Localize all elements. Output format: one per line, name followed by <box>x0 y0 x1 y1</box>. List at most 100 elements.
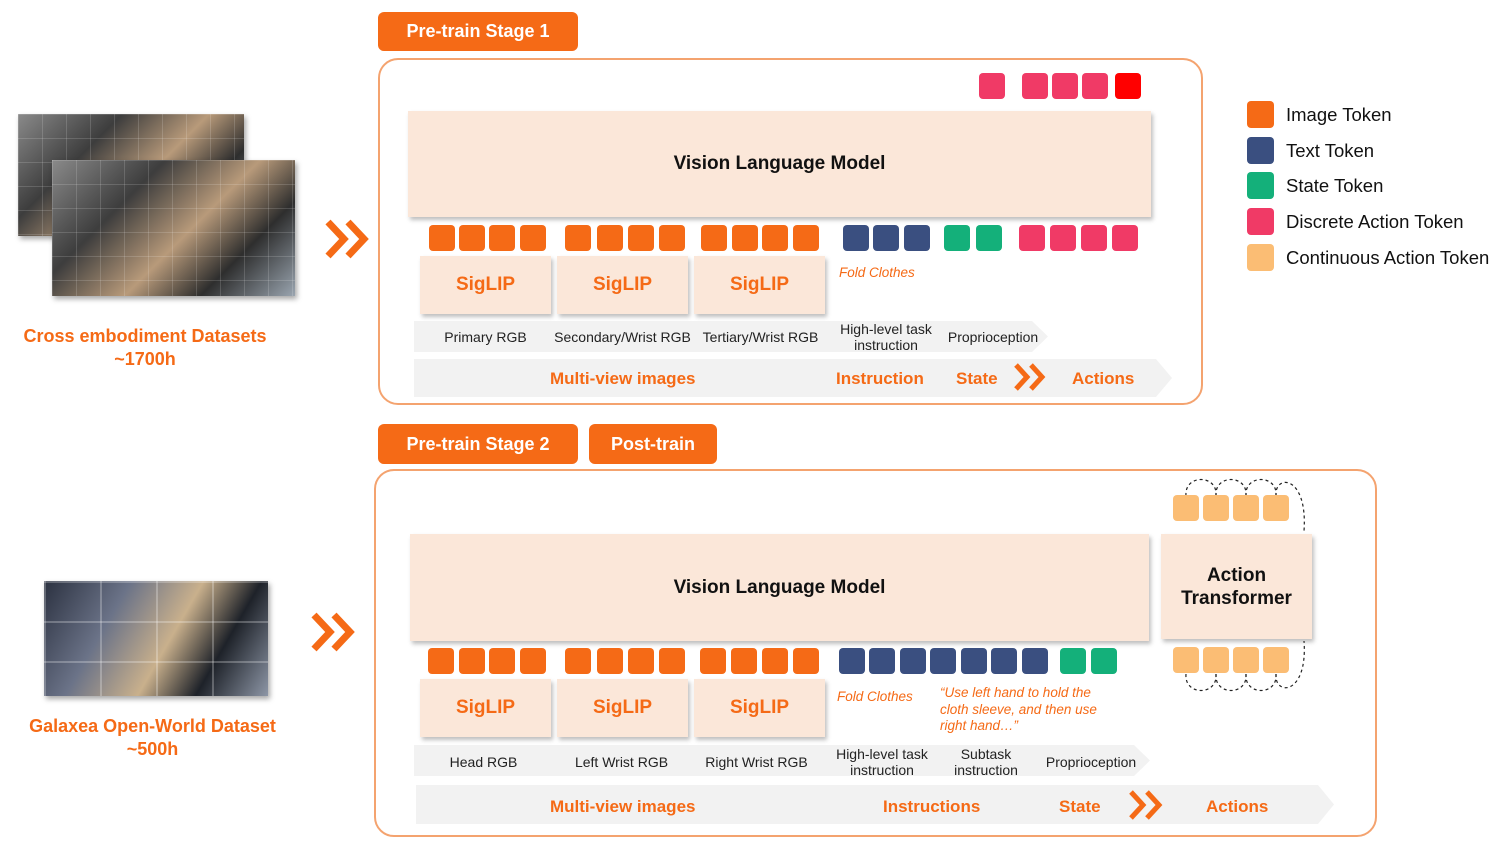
input-head-rgb: Head RGB <box>449 754 518 770</box>
continuous-action-token <box>1173 495 1199 521</box>
legend-item: Text Token <box>1247 137 1374 164</box>
continuous-action-token <box>1233 647 1259 673</box>
group-multiview-images: Multi-view images <box>550 797 696 816</box>
input-high-level-instruction: High-level task instruction <box>836 746 928 778</box>
stage1-input-band <box>414 321 1048 352</box>
image-token <box>520 648 546 674</box>
state-token <box>1060 648 1086 674</box>
text-token <box>930 648 956 674</box>
image-token <box>565 648 591 674</box>
image-token <box>793 225 819 251</box>
text-token <box>843 225 869 251</box>
input-primary-rgb: Primary RGB <box>444 329 527 345</box>
image-token <box>597 225 623 251</box>
input-proprioception: Proprioception <box>1045 754 1137 770</box>
state-token <box>944 225 970 251</box>
legend-item: State Token <box>1247 172 1383 199</box>
legend-swatch <box>1247 101 1274 128</box>
image-token <box>459 648 485 674</box>
image-token <box>459 225 485 251</box>
image-token <box>762 648 788 674</box>
text-token <box>904 225 930 251</box>
image-token <box>489 225 515 251</box>
stage1-tag: Pre-train Stage 1 <box>378 12 578 51</box>
continuous-action-token <box>1263 647 1289 673</box>
output-discrete-action-token <box>1022 73 1048 99</box>
state-token <box>976 225 1002 251</box>
text-token <box>961 648 987 674</box>
input-subtask-instruction: Subtask instruction <box>954 746 1018 778</box>
input-proprioception: Proprioception <box>947 329 1039 345</box>
legend-swatch <box>1247 172 1274 199</box>
stage1-arrow-icon <box>325 219 369 259</box>
continuous-action-token <box>1263 495 1289 521</box>
group-actions: Actions <box>1206 797 1269 816</box>
stage2-vision-language-model: Vision Language Model <box>410 534 1149 641</box>
text-token <box>873 225 899 251</box>
state-to-actions-arrow-icon <box>1129 790 1163 820</box>
stage2-siglip-encoder: SigLIP <box>420 679 551 737</box>
stage2-arrow-icon <box>311 612 355 652</box>
input-left-wrist-rgb: Left Wrist RGB <box>574 754 669 770</box>
stage1-siglip-encoder: SigLIP <box>557 256 688 314</box>
cross-embodiment-dataset-label: Cross embodiment Datasets ~1700h <box>23 326 267 369</box>
continuous-action-token <box>1203 647 1229 673</box>
text-token <box>991 648 1017 674</box>
continuous-action-token <box>1233 495 1259 521</box>
stage1-siglip-encoder: SigLIP <box>694 256 825 314</box>
stage2-siglip-encoder: SigLIP <box>694 679 825 737</box>
output-discrete-action-token <box>1052 73 1078 99</box>
group-actions: Actions <box>1072 369 1135 388</box>
image-token <box>489 648 515 674</box>
discrete-action-token <box>1081 225 1107 251</box>
legend-label: Text Token <box>1286 139 1375 161</box>
continuous-action-token <box>1173 647 1199 673</box>
stage2-siglip-encoder: SigLIP <box>557 679 688 737</box>
image-token <box>731 648 757 674</box>
legend-item: Image Token <box>1247 101 1392 128</box>
stage2-instruction-example: Fold Clothes <box>837 689 913 704</box>
image-token <box>628 648 654 674</box>
discrete-action-token <box>1112 225 1138 251</box>
discrete-action-token <box>1050 225 1076 251</box>
input-tertiary-rgb: Tertiary/Wrist RGB <box>702 329 819 345</box>
image-token <box>659 648 685 674</box>
text-token <box>1022 648 1048 674</box>
image-token <box>762 225 788 251</box>
stage1-instruction-example: Fold Clothes <box>839 265 915 280</box>
stage2-subtask-example: “Use left hand to hold the cloth sleeve,… <box>940 685 1097 733</box>
group-state: State <box>1059 797 1101 816</box>
output-discrete-action-token <box>1082 73 1108 99</box>
legend-label: Image Token <box>1286 103 1392 125</box>
image-token <box>700 648 726 674</box>
galaxea-dataset-thumbnails <box>44 581 268 696</box>
legend-item: Discrete Action Token <box>1247 208 1464 235</box>
legend-item: Continuous Action Token <box>1247 244 1489 271</box>
image-token <box>628 225 654 251</box>
group-multiview-images: Multi-view images <box>550 369 696 388</box>
cross-embodiment-thumbnails-front <box>52 160 295 296</box>
stage2-group-band <box>416 785 1334 824</box>
image-token <box>428 648 454 674</box>
image-token <box>429 225 455 251</box>
legend-swatch <box>1247 137 1274 164</box>
state-to-actions-arrow-icon <box>1014 363 1046 391</box>
stage1-vision-language-model: Vision Language Model <box>408 111 1151 217</box>
discrete-action-token <box>1019 225 1045 251</box>
stage1-group-band <box>414 359 1172 397</box>
group-instruction: Instruction <box>836 369 924 388</box>
image-token <box>659 225 685 251</box>
input-high-level-instruction: High-level task instruction <box>840 321 932 353</box>
stage1-siglip-encoder: SigLIP <box>420 256 551 314</box>
legend-swatch <box>1247 208 1274 235</box>
post-train-tag: Post-train <box>589 424 717 464</box>
action-transformer: Action Transformer <box>1161 534 1312 639</box>
legend-swatch <box>1247 244 1274 271</box>
group-state: State <box>956 369 998 388</box>
action-transformer-label: Action Transformer <box>1181 564 1292 609</box>
legend-label: Continuous Action Token <box>1286 246 1490 268</box>
autoregressive-loop-icon <box>1185 479 1305 691</box>
image-token <box>520 225 546 251</box>
text-token <box>869 648 895 674</box>
text-token <box>839 648 865 674</box>
